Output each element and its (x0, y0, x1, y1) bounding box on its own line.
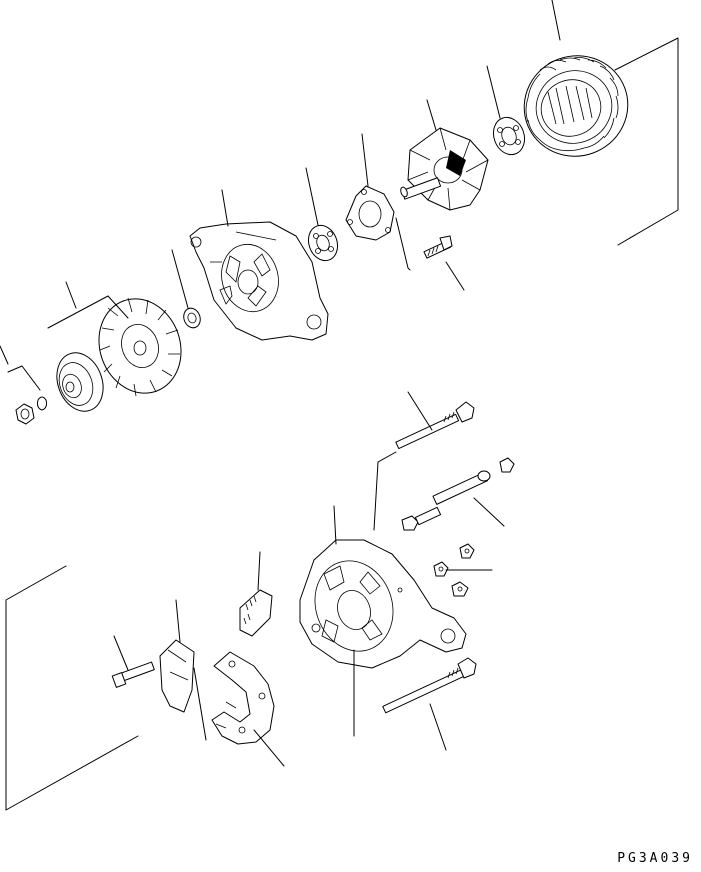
drawing-code: PG3A039 (617, 851, 693, 866)
leader-drive-end-frame (222, 190, 228, 226)
bracket-retainer-screw (396, 218, 410, 270)
leader-rectifier (254, 730, 284, 766)
leader-holder-screw (114, 636, 128, 670)
rear-frame (300, 540, 466, 668)
leader-fan (108, 296, 128, 318)
terminal-nuts (434, 544, 474, 596)
terminal-bolt (402, 458, 514, 530)
leader-retainer-plate (362, 134, 368, 186)
bracket-nut-washer (8, 366, 40, 390)
rotor (399, 128, 488, 210)
bracket-through-bolt (374, 452, 396, 530)
leader-front-bearing (306, 168, 318, 225)
brush-holder (160, 640, 194, 712)
ic-regulator (240, 590, 272, 636)
leader-rear-bearing (487, 66, 500, 118)
leader-brush-holder-lower (194, 668, 206, 740)
leader-pulley (66, 282, 76, 308)
holder-screw (112, 662, 154, 687)
nut (16, 404, 34, 424)
retainer-screw (424, 236, 452, 258)
rear-bearing (488, 113, 529, 159)
spacer-collar (181, 306, 203, 330)
through-bolt-long (396, 402, 474, 449)
cooling-fan (86, 287, 194, 405)
drive-end-frame (190, 222, 328, 340)
leader-nut (0, 346, 8, 364)
lock-washer (38, 397, 47, 410)
pulley (49, 346, 111, 417)
leader-spacer-collar (172, 250, 188, 308)
stator (510, 41, 642, 171)
bracket-stator-right (615, 38, 678, 245)
leader-ic-regulator (258, 552, 260, 590)
bearing-retainer-plate (346, 186, 394, 240)
rectifier-assembly (212, 652, 274, 744)
leader-rear-frame (334, 506, 336, 544)
leader-brush-holder (176, 600, 180, 642)
leader-through-bolt-long (408, 392, 432, 430)
leader-through-bolt-lower (430, 704, 446, 750)
bracket-pulley-fan (48, 296, 108, 328)
leader-rotor (427, 100, 436, 130)
bracket-left (6, 566, 138, 810)
front-bearing (304, 221, 343, 264)
leader-terminal-bolt (474, 498, 504, 526)
leader-retainer-screw (446, 262, 464, 290)
through-bolt-lower (383, 658, 476, 713)
leader-stator (552, 0, 560, 40)
